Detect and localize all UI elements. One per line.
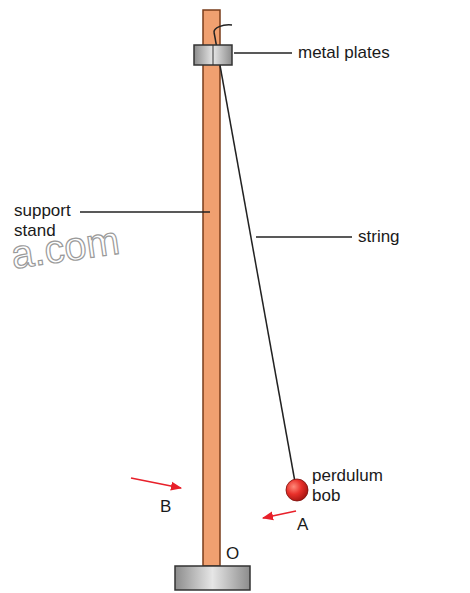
pendulum-bob: [286, 479, 308, 501]
part-label: perdulum bob: [312, 466, 392, 505]
point-label: O: [226, 544, 246, 564]
position-arrow: [263, 511, 296, 518]
leader-line: [256, 236, 352, 237]
support-rod: [203, 10, 220, 566]
plate-gap: [213, 45, 214, 65]
stand-base: [175, 566, 250, 590]
metal-plates: [194, 45, 232, 65]
position-arrow: [131, 478, 181, 488]
point-label: B: [160, 497, 180, 517]
point-label: A: [297, 515, 317, 535]
part-label: string: [358, 227, 448, 247]
string-line: [214, 32, 295, 482]
string-end: [214, 25, 232, 32]
leader-line: [80, 211, 210, 212]
part-label: metal plates: [298, 43, 438, 63]
leader-line: [234, 52, 292, 53]
